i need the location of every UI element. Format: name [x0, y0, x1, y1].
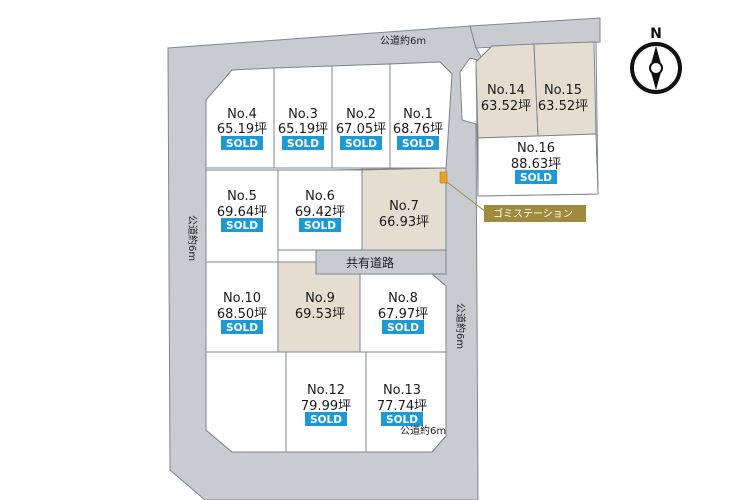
sold-badge	[221, 320, 263, 334]
lot-number: No.10	[223, 291, 261, 306]
lot-area: 63.52坪	[481, 99, 531, 114]
sold-badge	[340, 136, 382, 150]
lot-9[interactable]: No.969.53坪	[277, 261, 361, 353]
lot-number: No.12	[307, 383, 345, 398]
lot-area: 65.19坪	[278, 122, 328, 137]
road-label-south: 公道約6m	[400, 424, 446, 437]
sold-badge-label: SOLD	[226, 220, 258, 232]
lot-number: No.3	[288, 107, 318, 122]
sold-badge	[221, 136, 263, 150]
lot-parcel[interactable]	[361, 167, 447, 251]
compass-needle-south-icon	[651, 72, 661, 90]
lot-number: No.16	[517, 141, 555, 156]
lot-area: 68.50坪	[217, 307, 267, 322]
sold-badge-label: SOLD	[520, 172, 552, 184]
lot-number: No.8	[388, 291, 418, 306]
lot-area: 65.19坪	[217, 122, 267, 137]
garbage-label-bg	[484, 205, 586, 222]
shared-road-label: 共有道路	[346, 255, 394, 270]
lot-number: No.15	[544, 83, 582, 98]
sold-badge	[221, 218, 263, 232]
lot-area: 68.76坪	[393, 122, 443, 137]
lot-number: No.6	[305, 189, 335, 204]
lot-area: 77.74坪	[377, 399, 427, 414]
sold-badge	[382, 320, 424, 334]
sold-badge-label: SOLD	[310, 414, 342, 426]
lot-area: 88.63坪	[511, 157, 561, 172]
lot-number: No.1	[403, 107, 433, 122]
lot-number: No.13	[383, 383, 421, 398]
sold-badge-label: SOLD	[287, 138, 319, 150]
lots: No.168.76坪SOLDNo.267.05坪SOLDNo.365.19坪SO…	[205, 41, 599, 453]
garbage-station: ゴミステーション	[439, 171, 586, 222]
sold-badge	[305, 412, 347, 426]
lot-number: No.9	[305, 291, 335, 306]
garbage-station-label: ゴミステーション	[493, 207, 573, 220]
sold-badge-label: SOLD	[304, 220, 336, 232]
lot-number: No.4	[227, 107, 257, 122]
compass-north-label: N	[650, 26, 662, 42]
sold-badge	[515, 170, 557, 184]
sold-badge-label: SOLD	[386, 414, 418, 426]
lot-area: 69.42坪	[295, 205, 345, 220]
lot-area: 67.97坪	[378, 307, 428, 322]
sold-badge	[397, 136, 439, 150]
sold-badge	[381, 412, 423, 426]
shared-road: 共有道路	[315, 249, 447, 275]
compass-needle-icon	[651, 46, 661, 64]
lot-area: 63.52坪	[538, 99, 588, 114]
lot-area: 67.05坪	[336, 122, 386, 137]
garbage-leader	[446, 181, 487, 213]
road-label-north: 公道約6m	[380, 34, 426, 47]
road-east-upper	[469, 17, 601, 49]
sold-badge-label: SOLD	[226, 322, 258, 334]
lot-area: 66.93坪	[379, 215, 429, 230]
lot-number: No.2	[346, 107, 376, 122]
lot-number: No.5	[227, 189, 257, 204]
lot-number: No.14	[487, 83, 525, 98]
lot-7[interactable]: No.766.93坪	[361, 167, 447, 251]
sold-badge	[299, 218, 341, 232]
lot-number: No.7	[389, 199, 419, 214]
sold-badge-label: SOLD	[402, 138, 434, 150]
sold-badge-label: SOLD	[345, 138, 377, 150]
garbage-marker	[439, 171, 448, 184]
lot-area: 79.99坪	[301, 399, 351, 414]
lot-parcel[interactable]	[477, 133, 599, 197]
lot-area: 69.64坪	[217, 205, 267, 220]
road-label-west: 公道約6m	[186, 215, 199, 261]
sold-badge	[282, 136, 324, 150]
road-label-east: 公道約6m	[454, 303, 467, 349]
compass: N	[630, 26, 682, 94]
sold-badge-label: SOLD	[387, 322, 419, 334]
sold-badge-label: SOLD	[226, 138, 258, 150]
lot-parcel[interactable]	[365, 351, 447, 453]
compass-center-icon	[649, 61, 663, 75]
lot-area: 69.53坪	[295, 307, 345, 322]
lot-unlabeled	[205, 351, 287, 453]
